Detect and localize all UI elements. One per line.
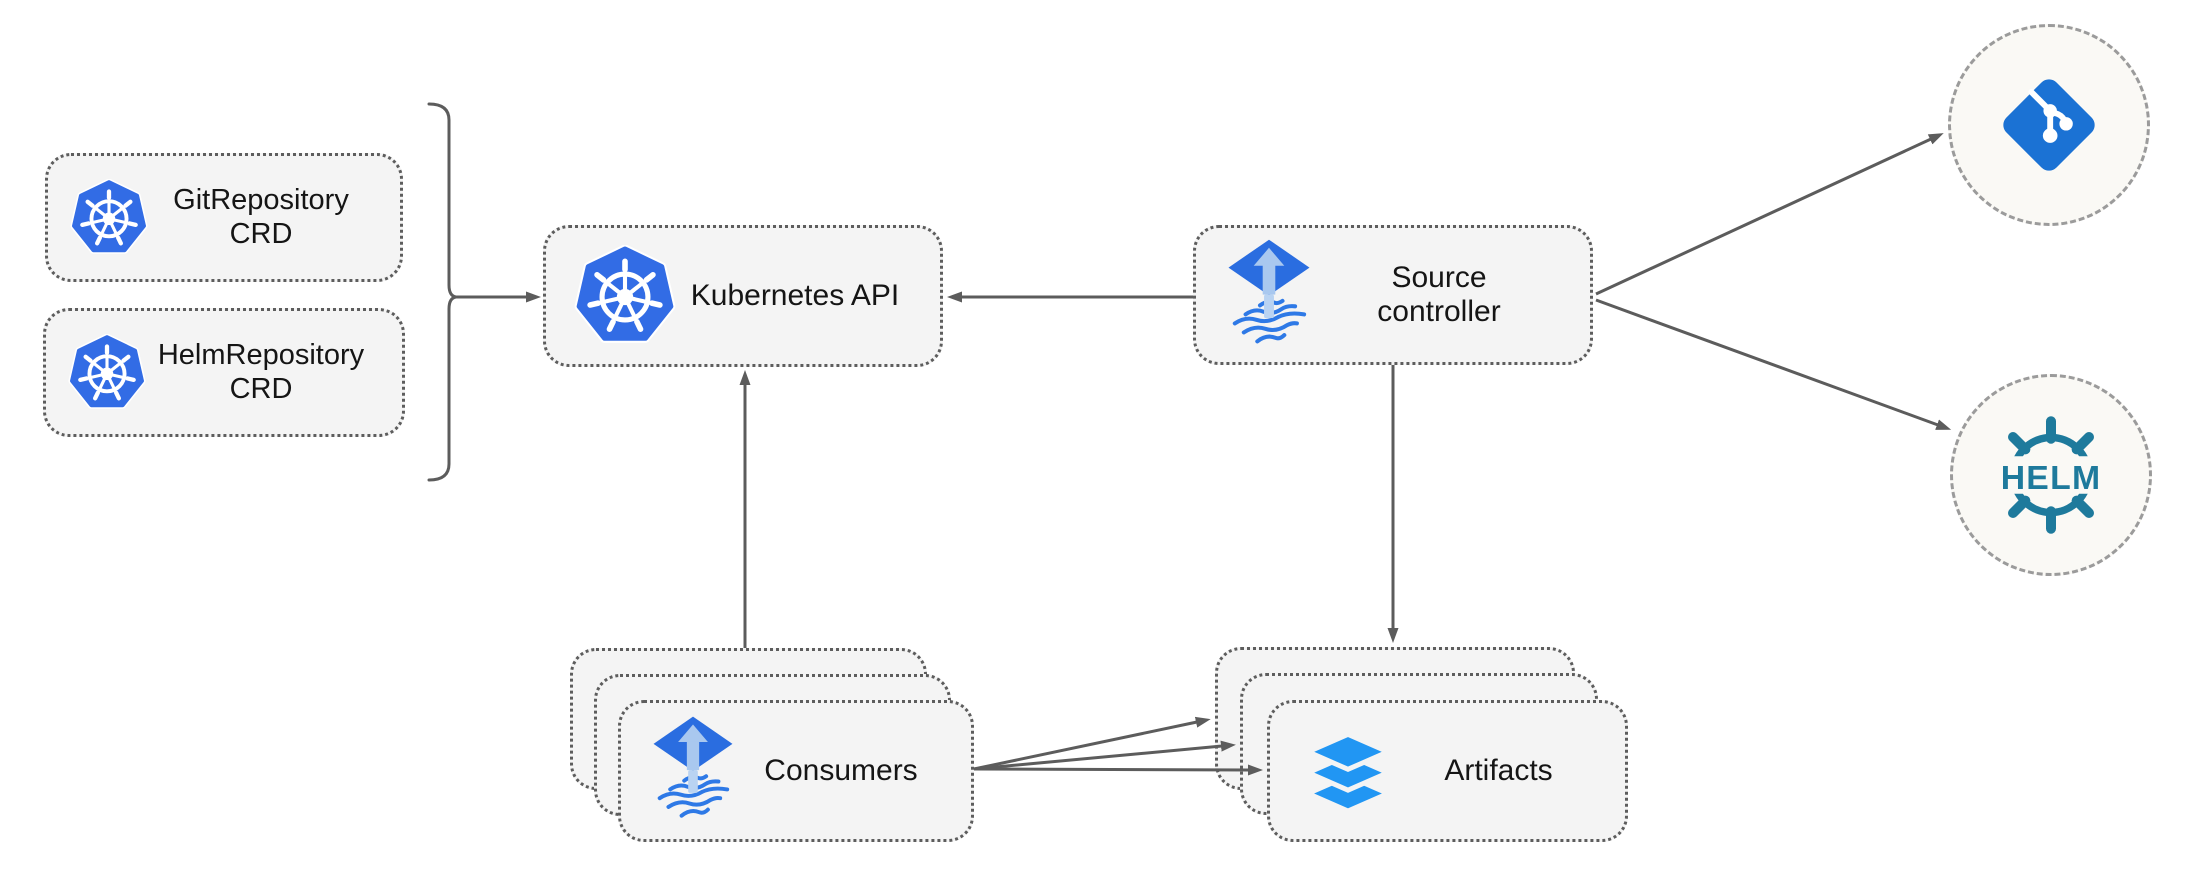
edge-source-to-git (1595, 133, 1944, 296)
kubernetes-icon (68, 334, 146, 412)
node-label-line2: controller (1377, 295, 1501, 328)
edge-consumers-to-artifacts-1 (973, 716, 1211, 771)
node-label-line1: HelmRepository (157, 339, 365, 372)
node-label-line2: CRD (229, 217, 293, 250)
node-git-repository (1948, 24, 2150, 226)
kubernetes-icon (574, 245, 676, 347)
git-icon (1990, 66, 2108, 184)
node-consumers: Consumers (618, 700, 974, 842)
node-label: Kubernetes API (690, 278, 900, 312)
edge-consumers-to-artifacts-3 (973, 764, 1263, 776)
edge-consumers-to-artifacts-2 (973, 740, 1236, 771)
flux-source-icon (1224, 237, 1314, 354)
layers-icon (1298, 721, 1398, 821)
node-label: Consumers (764, 753, 918, 787)
node-label: Artifacts (1444, 753, 1553, 787)
node-artifacts: Artifacts (1267, 700, 1628, 842)
helm-icon (1976, 400, 2126, 550)
kubernetes-icon (70, 179, 148, 257)
flux-source-icon (649, 714, 737, 828)
brace-crd-group (427, 102, 457, 482)
edge-source-to-helm (1595, 298, 1952, 430)
node-kubernetes-api: Kubernetes API (543, 225, 943, 367)
node-label-line1: GitRepository (173, 184, 349, 217)
node-label-line2: CRD (229, 372, 293, 405)
node-label-line1: Source (1391, 260, 1487, 294)
node-helm-repository (1950, 374, 2152, 576)
